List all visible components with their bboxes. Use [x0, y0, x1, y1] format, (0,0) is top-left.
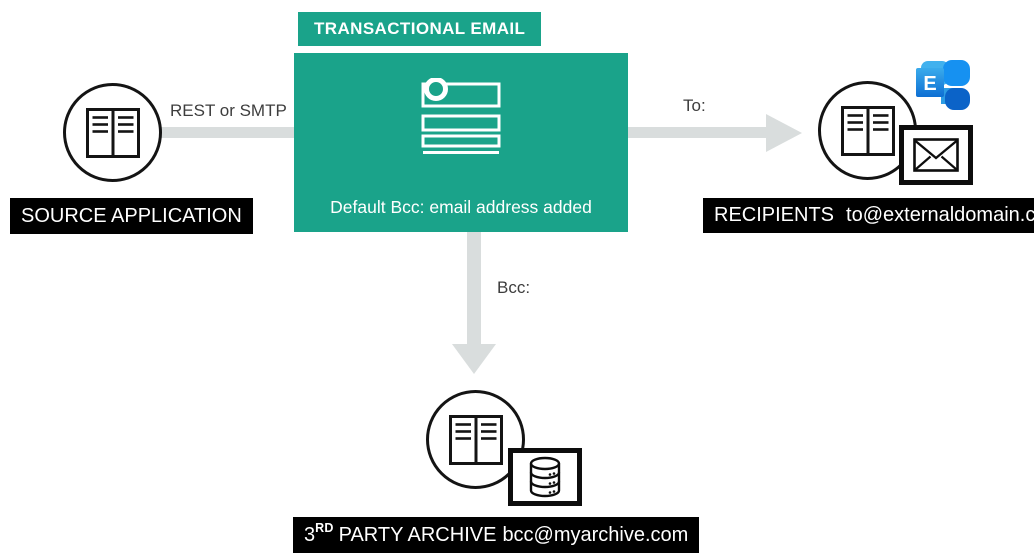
- bcc-label: Bcc:: [497, 278, 531, 297]
- transactional-email-header: TRANSACTIONAL EMAIL: [298, 12, 542, 46]
- application-icon: [448, 414, 503, 465]
- application-icon: [85, 107, 140, 158]
- envelope-icon: [913, 138, 959, 172]
- connector-protocol-label: REST or SMTP: [170, 101, 287, 120]
- bcc-arrow-shaft: [467, 232, 481, 344]
- transactional-email-box: Default Bcc: email address added: [294, 53, 628, 232]
- to-label: To:: [683, 96, 706, 115]
- archive-label-title: PARTY ARCHIVE: [338, 523, 497, 546]
- recipients-label-title: RECIPIENTS: [714, 204, 835, 226]
- archive-label-prefix: 3: [304, 523, 316, 546]
- database-box: [508, 448, 582, 506]
- microsoft-exchange-logo-icon: E: [916, 60, 970, 110]
- email-message-icon: [421, 78, 501, 154]
- source-application-node: [63, 83, 162, 182]
- archive-label-address: bcc@myarchive.com: [502, 523, 689, 546]
- database-icon: [529, 456, 561, 498]
- application-icon: [840, 105, 895, 156]
- exchange-letter: E: [923, 73, 936, 95]
- recipients-label: RECIPIENTS to@externaldomain.com: [703, 198, 1034, 233]
- archive-label-ordinal: RD: [315, 521, 334, 535]
- connector-source-to-processor: [160, 127, 296, 138]
- to-arrow-shaft: [628, 127, 766, 138]
- recipients-label-address: to@externaldomain.com: [846, 204, 1034, 226]
- bcc-arrow-head-icon: [452, 344, 496, 374]
- to-arrow-head-icon: [766, 113, 802, 152]
- source-application-label: SOURCE APPLICATION: [10, 198, 253, 234]
- default-bcc-note: Default Bcc: email address added: [330, 197, 592, 217]
- envelope-box: [899, 125, 973, 185]
